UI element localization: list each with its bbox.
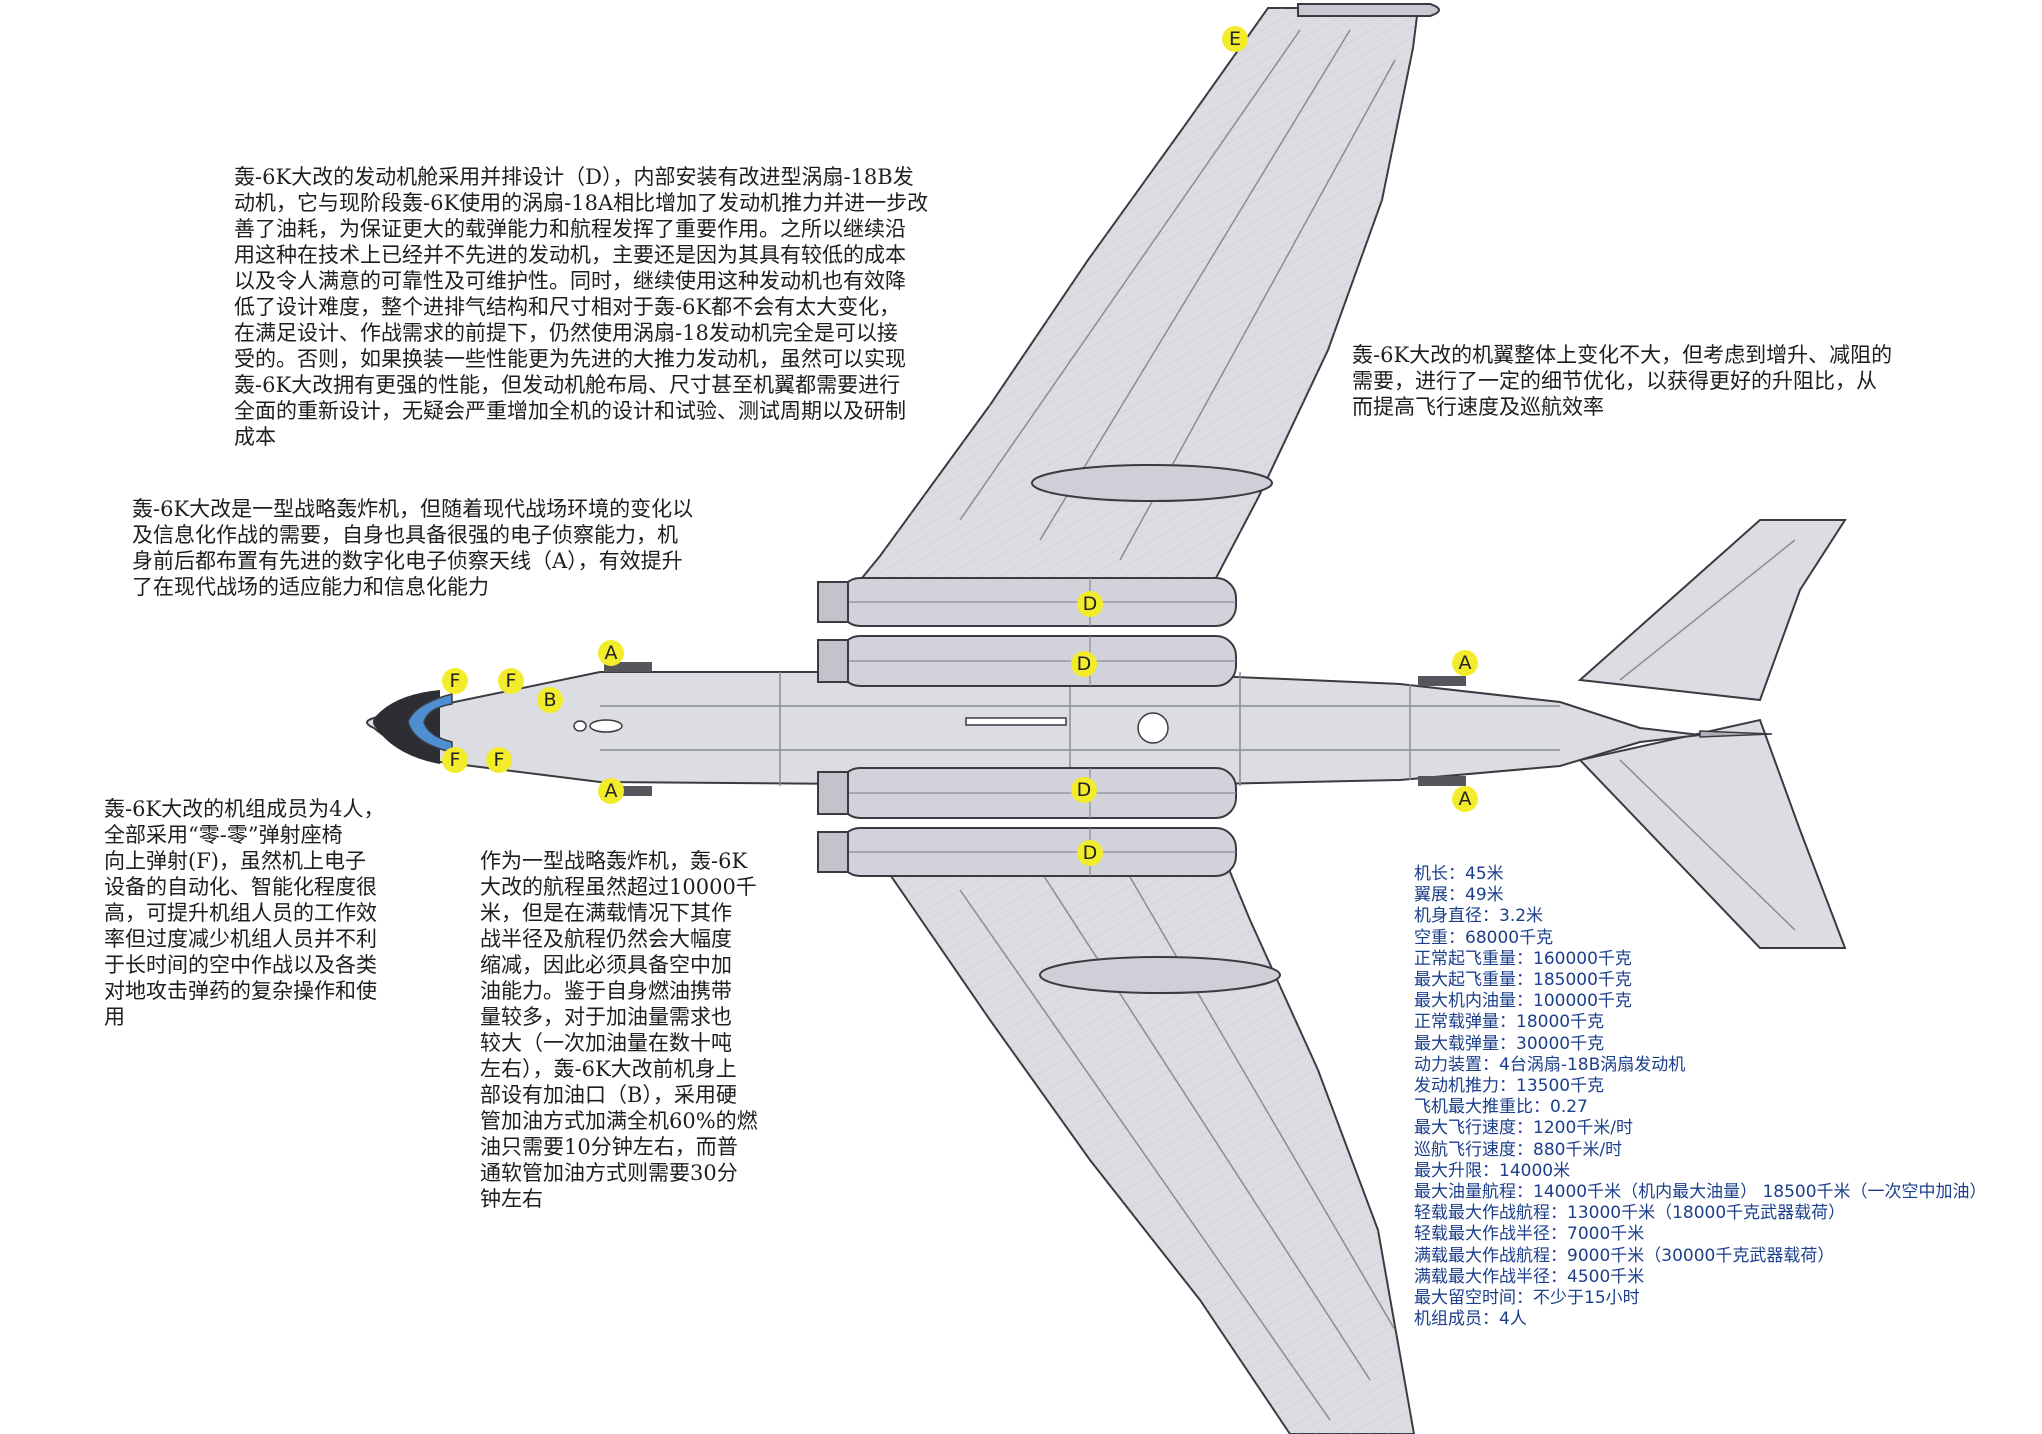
spec-item: 满载最大作战半径：4500千米 [1414,1266,1645,1287]
marker-f4: F [486,747,512,773]
note-line: 战半径及航程仍然会大幅度 [480,927,732,951]
marker-e: E [1222,26,1248,52]
upper-wing [859,3,1440,579]
note-line: 设备的自动化、智能化程度很 [104,875,377,899]
marker-a-front-bottom: A [598,778,624,804]
spec-item: 空重：68000千克 [1414,927,1554,948]
spec-item: 发动机推力：13500千克 [1414,1076,1605,1097]
note-line: 钟左右 [480,1187,543,1211]
marker-d1: D [1077,591,1103,617]
spec-item: 巡航飞行速度：880千米/时 [1414,1139,1623,1160]
note-line: 轰-6K大改是一型战略轰炸机，但随着现代战场环境的变化以 [132,497,694,521]
engine-nacelle-1 [817,577,1237,627]
marker-d2: D [1071,651,1097,677]
note-line: 成本 [234,425,276,449]
marker-d4: D [1077,840,1103,866]
note-line: 轰-6K大改的机组成员为4人， [104,797,385,821]
spec-item: 满载最大作战航程：9000千米（30000千克武器载荷） [1414,1245,1835,1266]
spec-item: 机组成员：4人 [1414,1309,1527,1330]
marker-a-rear-bottom: A [1452,786,1478,812]
note-line: 于长时间的空中作战以及各类 [104,953,377,977]
note-line: 油只需要10分钟左右，而普 [480,1135,738,1159]
note-wing-optimization: 轰-6K大改的机翼整体上变化不大，但考虑到增升、减阻的需要，进行了一定的细节优化… [1352,342,1952,420]
spec-item: 正常载弹量：18000千克 [1414,1012,1605,1033]
note-line: 油能力。鉴于自身燃油携带 [480,979,732,1003]
note-line: 向上弹射(F)，虽然机上电子 [104,849,366,873]
marker-a-rear-top: A [1452,650,1478,676]
note-line: 身前后都布置有先进的数字化电子侦察天线（A），有效提升 [132,549,683,573]
spec-item: 最大载弹量：30000千克 [1414,1033,1605,1054]
note-line: 缩减，因此必须具备空中加 [480,953,732,977]
lower-wing [859,837,1416,1434]
spec-item: 机身直径：3.2米 [1414,906,1544,927]
spec-item: 正常起飞重量：160000千克 [1414,948,1632,969]
note-line: 轰-6K大改的发动机舱采用并排设计（D），内部安装有改进型涡扇-18B发 [234,165,914,189]
spec-list: 机长：45米翼展：49米机身直径：3.2米空重：68000千克正常起飞重量：16… [1414,864,1987,1330]
note-crew-ejection: 轰-6K大改的机组成员为4人，全部采用“零-零”弹射座椅向上弹射(F)，虽然机上… [104,796,414,1030]
spec-item: 动力装置：4台涡扇-18B涡扇发动机 [1414,1054,1686,1075]
note-line: 动机，它与现阶段轰-6K使用的涡扇-18A相比增加了发动机推力并进一步改 [234,191,929,215]
note-line: 低了设计难度，整个进排气结构和尺寸相对于轰-6K都不会有太大变化， [234,295,901,319]
marker-f2: F [498,668,524,694]
marker-a-front-top: A [598,640,624,666]
note-electronic-recon: 轰-6K大改是一型战略轰炸机，但随着现代战场环境的变化以及信息化作战的需要，自身… [132,496,752,600]
note-line: 了在现代战场的适应能力和信息化能力 [132,575,489,599]
marker-f1: F [442,668,468,694]
note-line: 率但过度减少机组人员并不利 [104,927,377,951]
spec-item: 最大起飞重量：185000千克 [1414,970,1632,991]
note-line: 受的。否则，如果换装一些性能更为先进的大推力发动机，虽然可以实现 [234,347,906,371]
note-line: 对地攻击弹药的复杂操作和使 [104,979,377,1003]
note-line: 全面的重新设计，无疑会严重增加全机的设计和试验、测试周期以及研制 [234,399,906,423]
fuselage [366,662,1773,796]
note-engine-nacelle: 轰-6K大改的发动机舱采用并排设计（D），内部安装有改进型涡扇-18B发动机，它… [234,164,964,450]
note-line: 量较多，对于加油量需求也 [480,1005,732,1029]
note-line: 而提高飞行速度及巡航效率 [1352,395,1604,419]
note-line: 需要，进行了一定的细节优化，以获得更好的升阻比，从 [1352,369,1877,393]
note-line: 及信息化作战的需要，自身也具备很强的电子侦察能力，机 [132,523,678,547]
engine-nacelle-3 [817,767,1237,819]
note-line: 全部采用“零-零”弹射座椅 [104,823,343,847]
note-line: 管加油方式加满全机60%的燃 [480,1109,758,1133]
marker-f3: F [442,747,468,773]
note-line: 作为一型战略轰炸机，轰-6K [480,849,748,873]
spec-item: 最大机内油量：100000千克 [1414,991,1632,1012]
note-line: 通软管加油方式则需要30分 [480,1161,738,1185]
spec-item: 最大油量航程：14000千米（机内最大油量） 18500千米（一次空中加油） [1414,1182,1987,1203]
note-line: 高，可提升机组人员的工作效 [104,901,377,925]
note-line: 以及令人满意的可靠性及可维护性。同时，继续使用这种发动机也有效降 [234,269,906,293]
note-line: 较大（一次加油量在数十吨 [480,1031,732,1055]
note-line: 轰-6K大改的机翼整体上变化不大，但考虑到增升、减阻的 [1352,343,1893,367]
engine-nacelle-2 [817,635,1237,687]
note-line: 部设有加油口（B），采用硬 [480,1083,737,1107]
engine-nacelles [817,577,1237,877]
note-line: 用这种在技术上已经并不先进的发动机，主要还是因为其具有较低的成本 [234,243,906,267]
note-line: 大改的航程虽然超过10000千 [480,875,757,899]
spec-item: 飞机最大推重比：0.27 [1414,1097,1588,1118]
note-line: 米，但是在满载情况下其作 [480,901,732,925]
marker-d3: D [1071,777,1097,803]
spec-item: 轻载最大作战半径：7000千米 [1414,1224,1645,1245]
note-line: 用 [104,1005,125,1029]
spec-item: 轻载最大作战航程：13000千米（18000千克武器载荷） [1414,1203,1846,1224]
note-line: 左右），轰-6K大改前机身上 [480,1057,737,1081]
spec-item: 翼展：49米 [1414,885,1504,906]
marker-b: B [537,687,563,713]
spec-item: 最大留空时间：不少于15小时 [1414,1288,1640,1309]
spec-item: 机长：45米 [1414,864,1504,884]
horizontal-tail [1577,519,1847,949]
spec-item: 最大升限：14000米 [1414,1160,1571,1181]
note-line: 善了油耗，为保证更大的载弹能力和航程发挥了重要作用。之所以继续沿 [234,217,906,241]
engine-nacelle-4 [817,827,1237,877]
spec-item: 最大飞行速度：1200千米/时 [1414,1118,1633,1139]
note-line: 轰-6K大改拥有更强的性能，但发动机舱布局、尺寸甚至机翼都需要进行 [234,373,901,397]
note-line: 在满足设计、作战需求的前提下，仍然使用涡扇-18发动机完全是可以接 [234,321,898,345]
